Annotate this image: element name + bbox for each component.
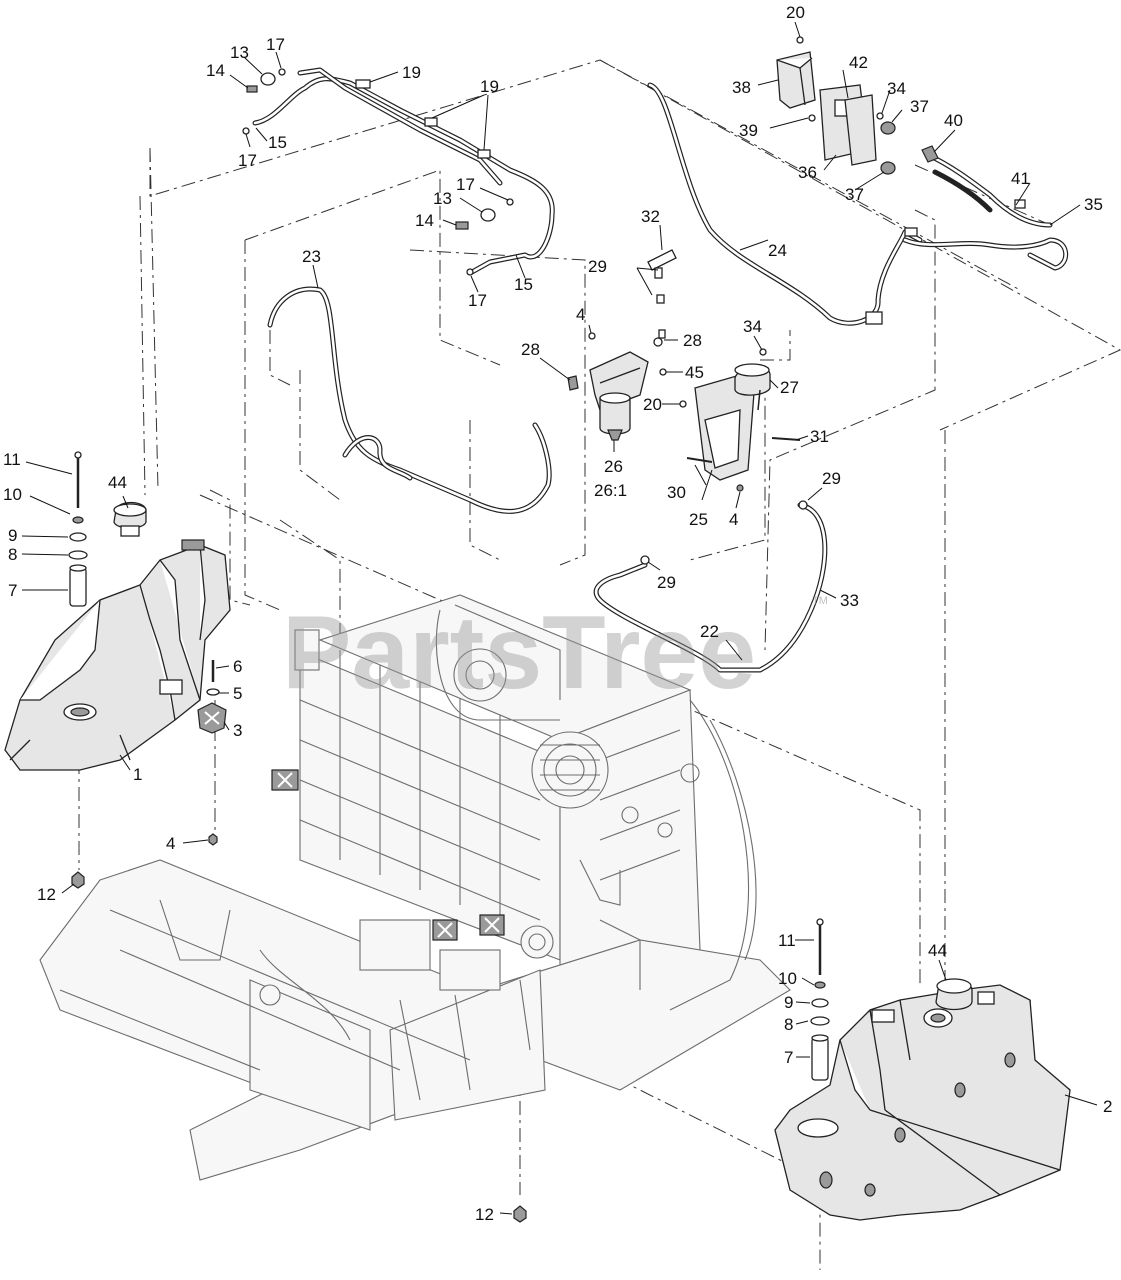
watermark-text: PartsTree [282, 595, 756, 711]
fuel-filter-assembly [567, 332, 667, 441]
callout-28-left: 28 [521, 340, 540, 359]
callout-17-mid: 17 [456, 175, 475, 194]
callout-13-mid: 13 [433, 189, 452, 208]
callout-7-left: 7 [8, 581, 17, 600]
callout-33: 33 [840, 591, 859, 610]
callout-20-pump: 20 [643, 395, 662, 414]
fuel-cap-right [935, 978, 973, 1011]
callout-29-top: 29 [588, 257, 607, 276]
callout-25: 25 [689, 510, 708, 529]
callout-39: 39 [739, 121, 758, 140]
callout-31: 31 [810, 427, 829, 446]
callout-37-top: 37 [910, 97, 929, 116]
callout-38: 38 [732, 78, 751, 97]
callout-8-left: 8 [8, 545, 17, 564]
callout-32: 32 [641, 207, 660, 226]
callout-45: 45 [685, 363, 704, 382]
callout-6: 6 [233, 657, 242, 676]
callout-10-left: 10 [3, 485, 22, 504]
callout-27: 27 [780, 378, 799, 397]
callout-leader-lines [21, 21, 1098, 1215]
callout-3: 3 [233, 721, 242, 740]
hardware-stack-left [68, 451, 88, 889]
callout-labels: 11 10 9 8 7 44 1 6 5 3 4 12 14 13 17 17 … [3, 3, 1112, 1224]
tank-mount-hardware [197, 660, 227, 846]
watermark-trademark: TM [812, 595, 828, 607]
callout-20-top: 20 [786, 3, 805, 22]
callout-36: 36 [798, 163, 817, 182]
callout-1: 1 [133, 765, 142, 784]
callout-13-top: 13 [230, 43, 249, 62]
callout-7-right: 7 [784, 1048, 793, 1067]
fuel-cap-left [113, 501, 147, 537]
module-bracket-assembly [776, 36, 896, 175]
callout-15-top: 15 [268, 133, 287, 152]
callout-14-top: 14 [206, 61, 225, 80]
callout-17-left: 17 [238, 151, 257, 170]
callout-14-mid: 14 [415, 211, 434, 230]
callout-29-low: 29 [657, 573, 676, 592]
fuel-tank-left [4, 539, 231, 771]
callout-30: 30 [667, 483, 686, 502]
callout-40: 40 [944, 111, 963, 130]
callout-22: 22 [700, 622, 719, 641]
callout-37-low: 37 [845, 185, 864, 204]
callout-12-left: 12 [37, 885, 56, 904]
callout-11-left: 11 [3, 450, 21, 469]
tee-fitting [647, 249, 677, 339]
callout-29-right: 29 [822, 469, 841, 488]
callout-34-top: 34 [887, 79, 906, 98]
callout-26-sub: 26:1 [594, 481, 627, 500]
callout-41: 41 [1011, 169, 1030, 188]
hardware-stack-right [513, 918, 830, 1223]
watermark: PartsTree TM [282, 595, 828, 711]
callout-24: 24 [768, 241, 787, 260]
fuel-pump-bracket [679, 348, 801, 492]
callout-15-mid: 15 [514, 275, 533, 294]
callout-34-pump: 34 [743, 317, 762, 336]
engine-mount-blocks [271, 769, 505, 941]
callout-2: 2 [1103, 1097, 1112, 1116]
callout-28-right: 28 [683, 331, 702, 350]
callout-44-right: 44 [928, 941, 947, 960]
callout-4-left: 4 [166, 834, 175, 853]
callout-19-mid: 19 [480, 77, 499, 96]
callout-5: 5 [233, 684, 242, 703]
callout-26: 26 [604, 457, 623, 476]
callout-44-left: 44 [108, 473, 127, 492]
callout-19-top: 19 [402, 63, 421, 82]
callout-35: 35 [1084, 195, 1103, 214]
callout-11-right: 11 [778, 931, 796, 950]
callout-23: 23 [302, 247, 321, 266]
callout-9-left: 9 [8, 526, 17, 545]
callout-42: 42 [849, 53, 868, 72]
callout-17-low: 17 [468, 291, 487, 310]
callout-4-filter: 4 [576, 305, 585, 324]
callout-9-right: 9 [784, 993, 793, 1012]
callout-4-bracket: 4 [729, 510, 738, 529]
callout-10-right: 10 [778, 969, 797, 988]
callout-12-right: 12 [475, 1205, 494, 1224]
tractor-frame-assembly [39, 594, 791, 1181]
hose-fittings [242, 68, 1026, 565]
fuel-tank-right [774, 984, 1071, 1221]
fuel-hoses [252, 67, 1069, 673]
callout-8-right: 8 [784, 1015, 793, 1034]
callout-17-top: 17 [266, 35, 285, 54]
